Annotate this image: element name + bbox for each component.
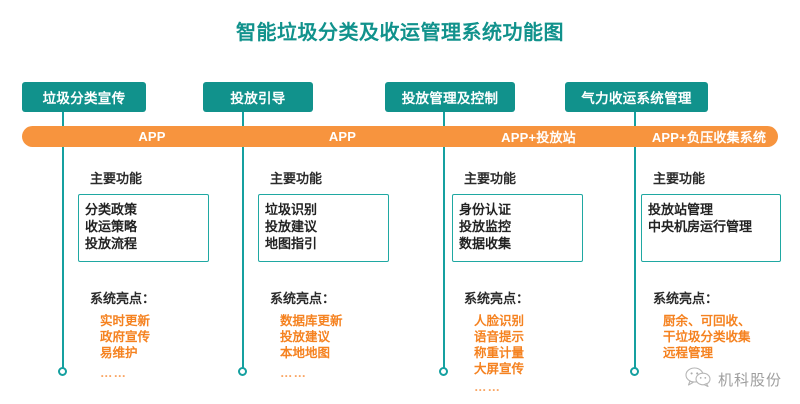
highlight-item: 人脸识别 — [474, 314, 525, 328]
platform-label-text-4: APP+负压收集系统 — [651, 130, 767, 145]
platform-label-3: APP+投放站 — [443, 126, 634, 147]
function-item: 投放站管理 — [648, 202, 714, 217]
platform-label-text-1: APP — [138, 129, 166, 144]
connector-line-2 — [242, 112, 244, 371]
highlight-item: 投放建议 — [280, 330, 331, 344]
functions-heading-1: 主要功能 — [90, 171, 143, 186]
function-item: 投放监控 — [459, 219, 512, 234]
wechat-icon — [685, 367, 711, 392]
connector-line-4 — [634, 112, 636, 371]
highlights-heading-3: 系统亮点： — [464, 291, 530, 306]
highlight-item: 数据库更新 — [280, 314, 343, 328]
highlights-more-1: …… — [100, 366, 127, 380]
column-body-3: 主要功能 身份认证 投放监控 数据收集 — [452, 168, 602, 262]
function-item: 中央机房运行管理 — [648, 219, 753, 234]
functions-box-1: 分类政策 收运策略 投放流程 — [78, 194, 209, 262]
highlights-more-2: …… — [280, 366, 307, 380]
platform-label-text-3: APP+投放站 — [501, 130, 576, 145]
highlights-heading-4: 系统亮点： — [653, 291, 719, 306]
platform-label-4: APP+负压收集系统 — [634, 126, 784, 147]
connector-dot-2 — [238, 367, 247, 376]
chip-label-4: 气力收运系统管理 — [581, 91, 692, 106]
chip-column-3[interactable]: 投放管理及控制 — [385, 82, 515, 112]
function-item: 分类政策 — [85, 202, 138, 217]
function-item: 垃圾识别 — [265, 202, 318, 217]
function-item: 身份认证 — [459, 202, 512, 217]
highlight-item: 干垃圾分类收集 — [663, 330, 751, 344]
functions-heading-3: 主要功能 — [464, 171, 517, 186]
platform-label-text-2: APP — [328, 129, 357, 144]
functions-heading-4: 主要功能 — [653, 171, 706, 186]
chip-column-2[interactable]: 投放引导 — [203, 82, 313, 112]
connector-dot-1 — [58, 367, 67, 376]
function-item: 投放流程 — [85, 236, 138, 251]
platform-bar — [22, 126, 778, 147]
function-item: 地图指引 — [265, 236, 318, 251]
column-body-4: 主要功能 投放站管理 中央机房运行管理 — [641, 168, 796, 262]
function-item: 收运策略 — [85, 219, 138, 234]
highlight-item: 称重计量 — [474, 346, 525, 360]
highlights-1: 系统亮点： 实时更新 政府宣传 易维护 …… — [90, 288, 155, 380]
highlights-2: 系统亮点： 数据库更新 投放建议 本地地图 …… — [270, 288, 343, 380]
chip-label-1: 垃圾分类宣传 — [42, 91, 126, 106]
highlight-item: 厨余、可回收、 — [663, 314, 751, 328]
highlight-item: 大屏宣传 — [474, 362, 525, 376]
platform-label-1: APP — [62, 126, 242, 147]
highlight-item: 易维护 — [100, 346, 138, 360]
highlights-3: 系统亮点： 人脸识别 语音提示 称重计量 大屏宣传 …… — [464, 288, 529, 394]
column-body-1: 主要功能 分类政策 收运策略 投放流程 — [78, 168, 228, 262]
highlight-item: 语音提示 — [474, 330, 525, 344]
functions-box-3: 身份认证 投放监控 数据收集 — [452, 194, 583, 262]
highlight-item: 本地地图 — [280, 346, 331, 360]
chip-label-2: 投放引导 — [230, 91, 286, 106]
connector-line-1 — [62, 112, 64, 371]
functions-box-2: 垃圾识别 投放建议 地图指引 — [258, 194, 389, 262]
highlight-item: 远程管理 — [663, 346, 714, 360]
highlight-item: 实时更新 — [100, 314, 151, 328]
connector-dot-3 — [439, 367, 448, 376]
highlights-heading-2: 系统亮点： — [270, 291, 336, 306]
watermark-text: 机科股份 — [717, 372, 782, 389]
highlights-more-3: …… — [474, 380, 501, 394]
function-item: 数据收集 — [459, 236, 512, 251]
functions-heading-2: 主要功能 — [270, 171, 323, 186]
page-title: 智能垃圾分类及收运管理系统功能图 — [236, 22, 564, 44]
highlights-4: 系统亮点： 厨余、可回收、 干垃圾分类收集 远程管理 — [653, 288, 751, 361]
connector-dot-4 — [630, 367, 639, 376]
highlights-heading-1: 系统亮点： — [90, 291, 156, 306]
function-item: 投放建议 — [265, 219, 318, 234]
column-body-2: 主要功能 垃圾识别 投放建议 地图指引 — [258, 168, 408, 262]
functions-box-4: 投放站管理 中央机房运行管理 — [641, 194, 781, 262]
highlight-item: 政府宣传 — [100, 330, 151, 344]
platform-label-2: APP — [242, 126, 443, 147]
chip-column-1[interactable]: 垃圾分类宣传 — [22, 82, 146, 112]
connector-line-3 — [443, 112, 445, 371]
chip-column-4[interactable]: 气力收运系统管理 — [565, 82, 708, 112]
chip-label-3: 投放管理及控制 — [401, 91, 499, 106]
watermark: 机科股份 — [685, 367, 782, 392]
